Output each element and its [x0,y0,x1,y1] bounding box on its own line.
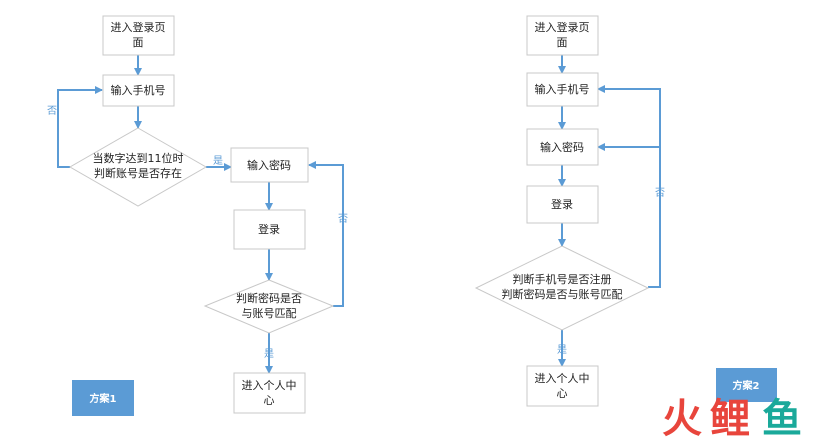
s1-scheme-tag-label: 方案1 [90,392,117,405]
s2-check-line1: 判断手机号是否注册 [513,272,612,286]
s1-scheme-tag: 方案1 [72,380,134,416]
edge-s2-check-no-to-phone [597,85,661,288]
s2-yes-label: 是 [557,344,567,356]
s1-enter-login-line1: 进入登录页 [111,20,166,34]
s1-yes-label-1: 是 [213,155,223,167]
watermark-char-2: 鲤 [710,396,750,439]
s1-node-login: 登录 [233,209,306,250]
s1-input-password-label: 输入密码 [247,158,291,172]
edge-s1-match-no-to-password [308,161,344,307]
watermark-char-1: 火 [662,396,702,439]
s2-scheme-tag-label: 方案2 [733,379,760,392]
scheme2-flowchart: 进入登录页 面 输入手机号 输入密码 登录 判断手机号是否注册 判断密码是否与账… [474,15,777,407]
s1-yes-label-2: 是 [264,348,274,360]
s2-personal-line1: 进入个人中 [535,372,590,385]
s2-input-password-label: 输入密码 [540,140,584,154]
s1-check-line1: 当数字达到11位时 [93,151,184,165]
edge-s1-check-no-to-phone [57,86,103,168]
s2-personal-line2: 心 [557,387,568,400]
s2-check-line2: 判断密码是否与账号匹配 [502,287,623,301]
s1-match-line1: 判断密码是否 [236,291,302,305]
watermark-char-3: 鱼 [762,396,802,439]
s2-node-personal-center: 进入个人中 心 [526,365,599,407]
s2-node-enter-login: 进入登录页 面 [526,15,599,56]
s1-node-enter-login: 进入登录页 面 [102,15,175,56]
scheme1-flowchart: 进入登录页 面 输入手机号 当数字达到11位时 判断账号是否存在 输入密码 登录… [47,15,348,416]
s1-node-match-password: 判断密码是否 与账号匹配 [203,279,335,334]
s2-node-login: 登录 [526,185,599,224]
s2-node-check: 判断手机号是否注册 判断密码是否与账号匹配 [474,245,650,331]
s2-node-input-phone: 输入手机号 [526,72,599,107]
s1-personal-line2: 心 [264,394,275,407]
s1-node-check-account: 当数字达到11位时 判断账号是否存在 [68,127,208,207]
s1-enter-login-line2: 面 [133,36,144,49]
s1-node-input-phone: 输入手机号 [102,74,175,107]
s2-input-phone-label: 输入手机号 [535,82,590,96]
s1-no-label-1: 否 [47,105,57,117]
s1-node-input-password: 输入密码 [230,147,309,183]
s2-enter-login-line1: 进入登录页 [535,20,590,34]
s2-node-input-password: 输入密码 [526,128,599,166]
s1-input-phone-label: 输入手机号 [111,83,166,97]
s2-enter-login-line2: 面 [557,36,568,49]
s2-login-label: 登录 [551,197,573,211]
s1-node-personal-center: 进入个人中 心 [233,372,306,414]
s1-check-line2: 判断账号是否存在 [94,166,182,180]
s1-match-line2: 与账号匹配 [242,307,297,320]
s1-personal-line1: 进入个人中 [242,379,297,392]
s2-scheme-tag: 方案2 [716,368,777,402]
s1-login-label: 登录 [258,222,280,236]
s1-no-label-2: 否 [338,213,348,225]
s2-no-label: 否 [655,187,665,199]
watermark-logo: 火 鲤 鱼 [662,396,802,439]
